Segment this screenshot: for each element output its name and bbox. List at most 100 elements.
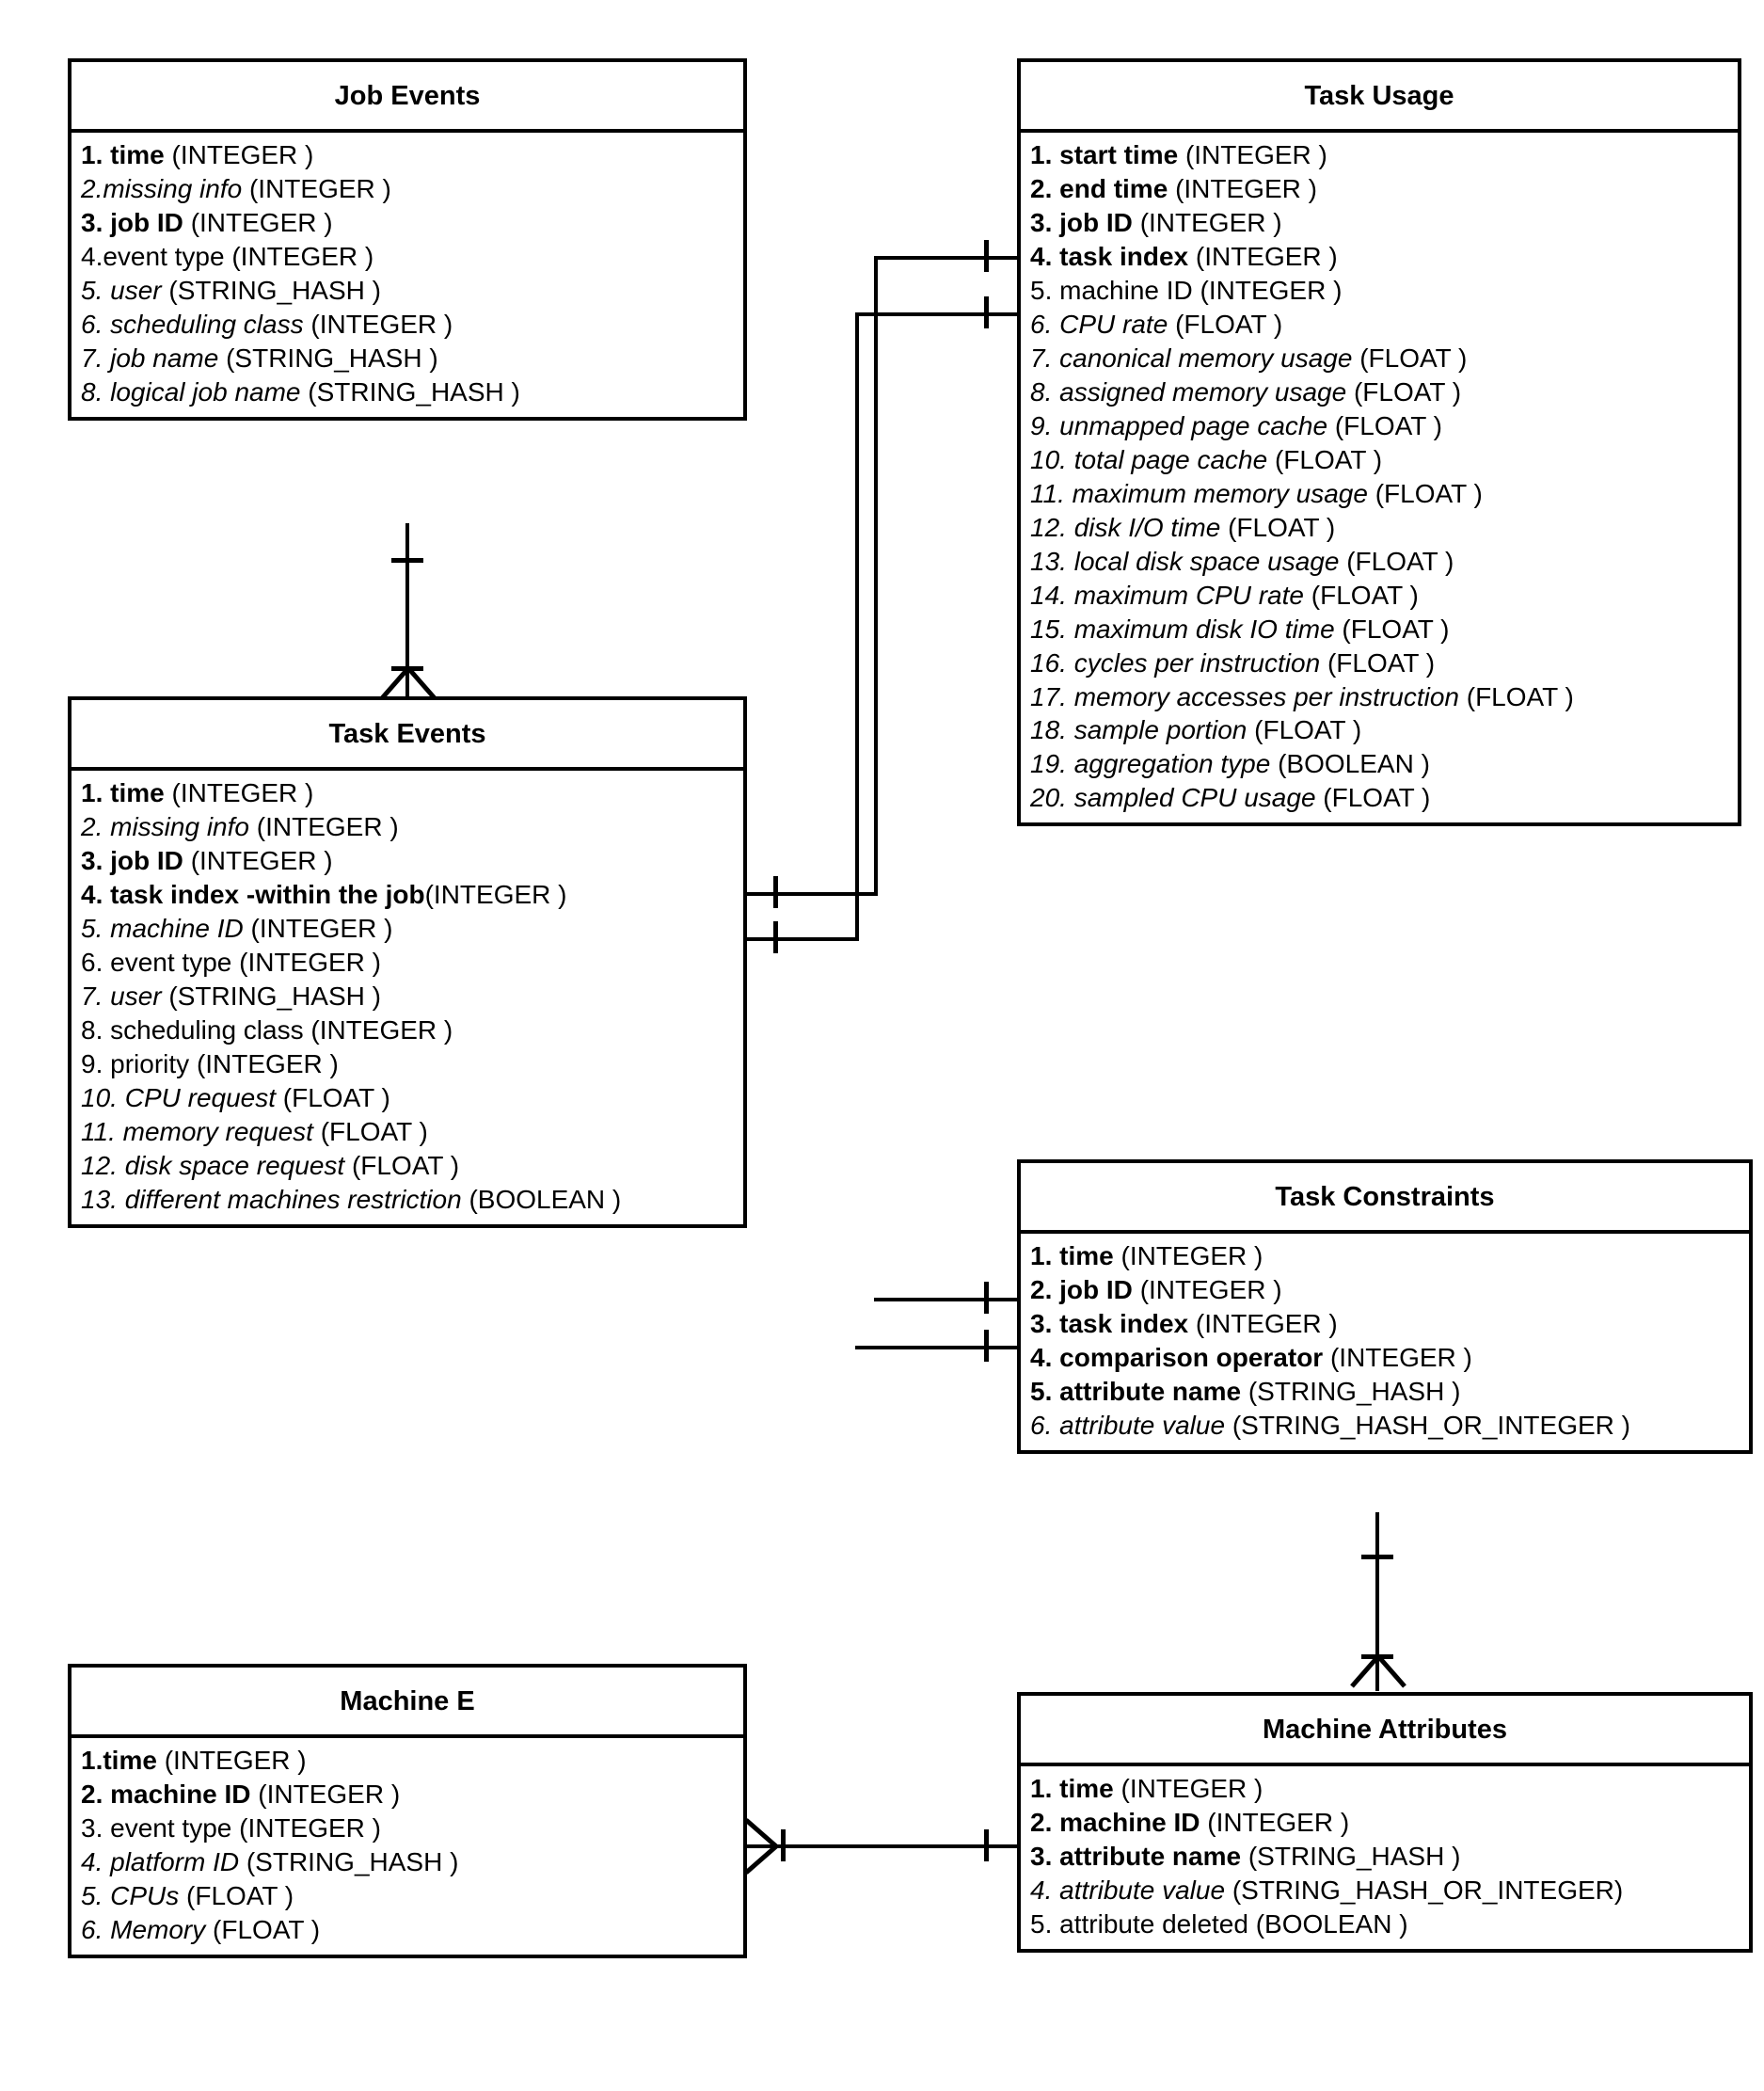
connector-task-usage-jobid-vertical (874, 256, 878, 896)
field-row: 3. job ID (INTEGER ) (81, 845, 333, 875)
field-row: 4. task index (INTEGER ) (1030, 241, 1338, 271)
entity-fields-machine-e: 1.time (INTEGER ) 2. machine ID (INTEGER… (72, 1738, 743, 1955)
field-row: 8. logical job name (STRING_HASH ) (81, 376, 520, 407)
field-row: 11. maximum memory usage (FLOAT ) (1030, 478, 1483, 508)
crows-foot-task-events (376, 666, 440, 700)
connector-task-events-task-usage-taskindex-right (855, 312, 1017, 316)
field-row: 13. local disk space usage (FLOAT ) (1030, 546, 1454, 576)
field-row: 4. platform ID (STRING_HASH ) (81, 1846, 459, 1876)
cardinality-one-tick-job-events (391, 558, 423, 563)
entity-title-task-usage: Task Usage (1021, 62, 1738, 133)
cardinality-one-tick-task-events-jobid (773, 876, 778, 908)
entity-title-job-events: Job Events (72, 62, 743, 133)
connector-task-events-task-usage-taskindex-left (746, 937, 859, 941)
field-row: 6. CPU rate (FLOAT ) (1030, 309, 1283, 339)
entity-fields-job-events: 1. time (INTEGER ) 2.missing info (INTEG… (72, 133, 743, 417)
field-row: 6. Memory (FLOAT ) (81, 1914, 321, 1944)
field-row: 3. task index (INTEGER ) (1030, 1308, 1338, 1338)
field-row: 17. memory accesses per instruction (FLO… (1030, 681, 1574, 711)
entity-fields-task-events: 1. time (INTEGER ) 2. missing info (INTE… (72, 771, 743, 1224)
cardinality-one-tick-task-constraints-taskindex (984, 1330, 989, 1362)
crows-foot-machine-attributes-top (1346, 1654, 1410, 1688)
field-row: 7. canonical memory usage (FLOAT ) (1030, 343, 1468, 373)
entity-title-machine-attributes: Machine Attributes (1021, 1696, 1749, 1766)
field-row: 1. start time (INTEGER ) (1030, 140, 1327, 169)
field-row: 5. CPUs (FLOAT ) (81, 1880, 294, 1910)
entity-machine-attributes[interactable]: Machine Attributes 1. time (INTEGER ) 2.… (1017, 1692, 1753, 1953)
entity-title-task-constraints: Task Constraints (1021, 1163, 1749, 1234)
field-row: 5. machine ID (INTEGER ) (81, 913, 393, 943)
cardinality-one-tick-task-constraints (1361, 1555, 1393, 1559)
field-row: 4.event type (INTEGER ) (81, 241, 374, 271)
entity-job-events[interactable]: Job Events 1. time (INTEGER ) 2.missing … (68, 58, 747, 421)
field-row: 5. attribute name (STRING_HASH ) (1030, 1376, 1461, 1406)
field-row: 6. attribute value (STRING_HASH_OR_INTEG… (1030, 1410, 1630, 1440)
entity-fields-machine-attributes: 1. time (INTEGER ) 2. machine ID (INTEGE… (1021, 1766, 1749, 1949)
entity-task-usage[interactable]: Task Usage 1. start time (INTEGER ) 2. e… (1017, 58, 1741, 827)
cardinality-one-tick-task-usage-jobid (984, 240, 989, 272)
field-row: 3. job ID (INTEGER ) (81, 207, 333, 237)
field-row: 5. user (STRING_HASH ) (81, 275, 381, 305)
field-row: 4. attribute value (STRING_HASH_OR_INTEG… (1030, 1875, 1624, 1905)
field-row: 2. missing info (INTEGER ) (81, 811, 399, 841)
field-row: 7. user (STRING_HASH ) (81, 981, 381, 1011)
field-row: 3. attribute name (STRING_HASH ) (1030, 1841, 1461, 1871)
connector-machine-e-machine-attributes (746, 1844, 1019, 1848)
field-row: 1. time (INTEGER ) (81, 140, 314, 169)
cardinality-many-tick-machine-e (781, 1829, 786, 1861)
field-row: 8. assigned memory usage (FLOAT ) (1030, 376, 1462, 407)
entity-task-events[interactable]: Task Events 1. time (INTEGER ) 2. missin… (68, 696, 747, 1228)
entity-title-task-events: Task Events (72, 700, 743, 771)
connector-task-events-task-usage-jobid-right (874, 256, 1017, 260)
field-row: 20. sampled CPU usage (FLOAT ) (1030, 783, 1431, 813)
field-row: 1. time (INTEGER ) (1030, 1774, 1263, 1803)
entity-machine-e[interactable]: Machine E 1.time (INTEGER ) 2. machine I… (68, 1664, 747, 1958)
field-row: 6. event type (INTEGER ) (81, 947, 382, 977)
field-row: 4. task index -within the job(INTEGER ) (81, 879, 567, 909)
field-row: 15. maximum disk IO time (FLOAT ) (1030, 614, 1450, 644)
field-row: 9. priority (INTEGER ) (81, 1048, 339, 1078)
field-row: 4. comparison operator (INTEGER ) (1030, 1342, 1472, 1372)
field-row: 5. machine ID (INTEGER ) (1030, 275, 1343, 305)
connector-task-constraints-taskindex (855, 1346, 1017, 1349)
field-row: 3. event type (INTEGER ) (81, 1812, 382, 1843)
field-row: 12. disk I/O time (FLOAT ) (1030, 512, 1336, 542)
field-row: 2.missing info (INTEGER ) (81, 173, 391, 203)
field-row: 2. end time (INTEGER ) (1030, 173, 1317, 203)
field-row: 3. job ID (INTEGER ) (1030, 207, 1282, 237)
field-row: 10. total page cache (FLOAT ) (1030, 444, 1383, 474)
entity-fields-task-usage: 1. start time (INTEGER ) 2. end time (IN… (1021, 133, 1738, 822)
field-row: 12. disk space request (FLOAT ) (81, 1150, 460, 1180)
cardinality-one-tick-task-constraints-jobid (984, 1282, 989, 1314)
field-row: 18. sample portion (FLOAT ) (1030, 715, 1362, 745)
field-row: 14. maximum CPU rate (FLOAT ) (1030, 580, 1419, 610)
field-row: 11. memory request (FLOAT ) (81, 1116, 428, 1146)
connector-task-usage-taskindex-vertical (855, 312, 859, 941)
field-row: 1. time (INTEGER ) (81, 778, 314, 807)
cardinality-one-tick-task-usage-taskindex (984, 296, 989, 328)
field-row: 2. machine ID (INTEGER ) (81, 1779, 401, 1809)
cardinality-one-tick-machine-attributes (984, 1829, 989, 1861)
field-row: 2. job ID (INTEGER ) (1030, 1274, 1282, 1304)
field-row: 6. scheduling class (INTEGER ) (81, 309, 453, 339)
field-row: 9. unmapped page cache (FLOAT ) (1030, 410, 1442, 440)
connector-task-constraints-machine-attributes (1375, 1512, 1379, 1691)
field-row: 13. different machines restriction (BOOL… (81, 1184, 622, 1214)
entity-title-machine-e: Machine E (72, 1668, 743, 1738)
field-row: 1. time (INTEGER ) (1030, 1241, 1263, 1270)
connector-task-constraints-jobid (874, 1298, 1017, 1301)
field-row: 7. job name (STRING_HASH ) (81, 343, 438, 373)
field-row: 1.time (INTEGER ) (81, 1746, 307, 1775)
entity-fields-task-constraints: 1. time (INTEGER ) 2. job ID (INTEGER ) … (1021, 1234, 1749, 1450)
field-row: 2. machine ID (INTEGER ) (1030, 1807, 1350, 1837)
field-row: 5. attribute deleted (BOOLEAN ) (1030, 1908, 1408, 1939)
field-row: 16. cycles per instruction (FLOAT ) (1030, 647, 1436, 678)
crows-foot-machine-e (744, 1814, 778, 1878)
field-row: 10. CPU request (FLOAT ) (81, 1082, 390, 1112)
field-row: 8. scheduling class (INTEGER ) (81, 1014, 453, 1045)
cardinality-one-tick-task-events-taskindex (773, 921, 778, 953)
connector-task-events-task-usage-jobid-left (746, 892, 878, 896)
entity-task-constraints[interactable]: Task Constraints 1. time (INTEGER ) 2. j… (1017, 1159, 1753, 1454)
field-row: 19. aggregation type (BOOLEAN ) (1030, 749, 1430, 779)
